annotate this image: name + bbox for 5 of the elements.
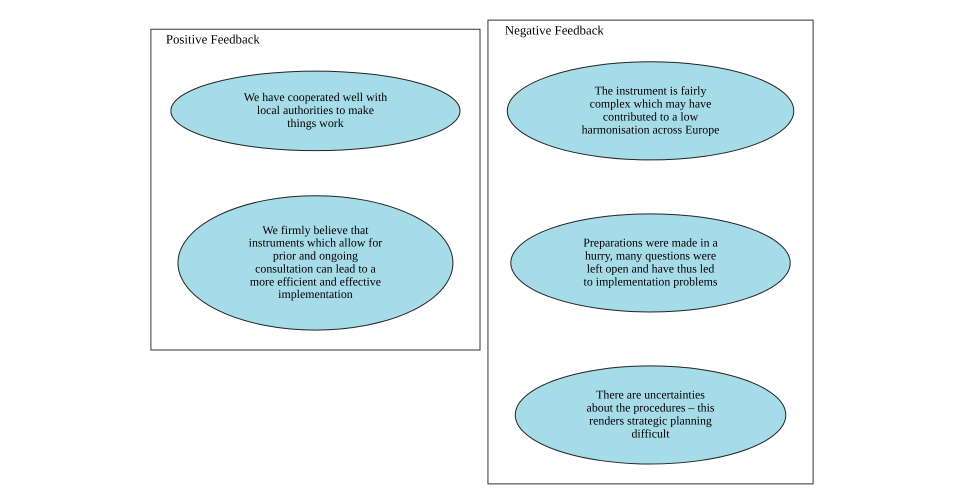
node-ellipse: There are uncertainties about the procedures – this renders strategic planning difficult: [514, 365, 786, 464]
node-ellipse: Preparations were made in a hurry, many questions were left open and have thus led to implementation problems: [510, 213, 791, 312]
node-ellipse: We firmly believe that instruments which allow for prior and ongoing consultation can lead to a more efficient and effective implementation: [177, 195, 454, 331]
node-ellipse: The instrument is fairly complex which may have contributed to a low harmonisation across Europe: [506, 61, 794, 160]
node-ellipse: We have cooperated well with local authorities to make things work: [170, 70, 461, 152]
